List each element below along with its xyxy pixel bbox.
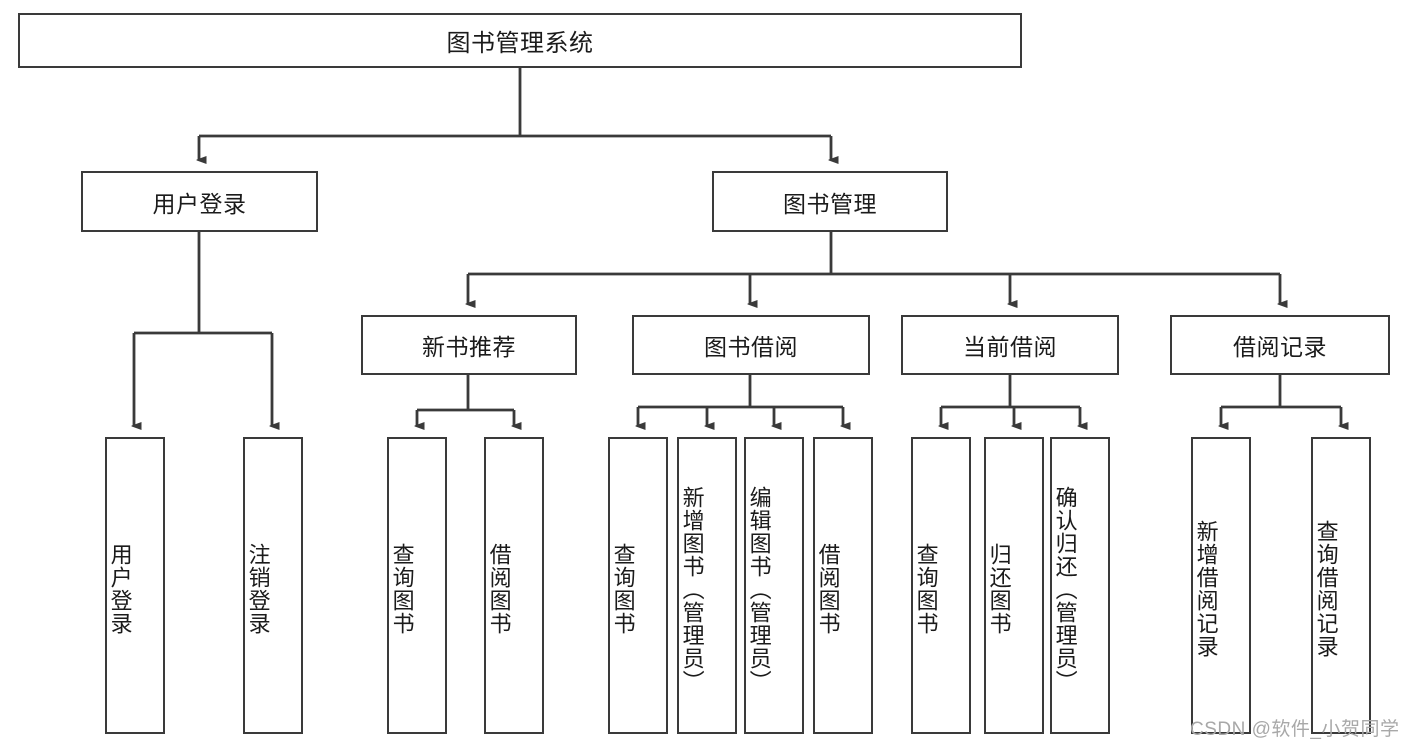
leaf-query-book-recommend[interactable]: 查询图书 xyxy=(387,437,447,734)
watermark: CSDN @软件_小贺同学 xyxy=(1190,719,1400,740)
node-new-book-recommend[interactable]: 新书推荐 xyxy=(361,315,577,375)
node-borrow-record[interactable]: 借阅记录 xyxy=(1170,315,1390,375)
leaf-add-book-admin[interactable]: 新增图书（管理员） xyxy=(677,437,737,734)
leaf-confirm-return-admin-label: 确认归还（管理员） xyxy=(1052,485,1078,693)
leaf-borrow-book-recommend[interactable]: 借阅图书 xyxy=(484,437,544,734)
node-current-borrow[interactable]: 当前借阅 xyxy=(901,315,1119,375)
node-book-management-label: 图书管理 xyxy=(783,190,877,217)
leaf-return-book[interactable]: 归还图书 xyxy=(984,437,1044,734)
leaf-query-borrow-record-label: 查询借阅记录 xyxy=(1313,520,1339,658)
leaf-edit-book-admin-label: 编辑图书（管理员） xyxy=(746,485,772,693)
leaf-logout-label: 注销登录 xyxy=(245,543,271,635)
node-borrow-record-label: 借阅记录 xyxy=(1233,334,1327,360)
leaf-user-login[interactable]: 用户登录 xyxy=(105,437,165,734)
node-book-borrow-label: 图书借阅 xyxy=(704,334,798,360)
leaf-query-borrow-record[interactable]: 查询借阅记录 xyxy=(1311,437,1371,734)
leaf-logout[interactable]: 注销登录 xyxy=(243,437,303,734)
leaf-edit-book-admin[interactable]: 编辑图书（管理员） xyxy=(744,437,804,734)
node-user-login[interactable]: 用户登录 xyxy=(81,171,318,232)
node-root-label: 图书管理系统 xyxy=(446,30,594,57)
leaf-query-book-borrow-label: 查询图书 xyxy=(610,543,636,635)
leaf-add-borrow-record-label: 新增借阅记录 xyxy=(1193,520,1219,658)
leaf-borrow-book-label: 借阅图书 xyxy=(815,543,841,635)
leaf-add-book-admin-label: 新增图书（管理员） xyxy=(679,485,705,693)
leaf-query-book-borrow[interactable]: 查询图书 xyxy=(608,437,668,734)
leaf-query-book-current-label: 查询图书 xyxy=(913,543,939,635)
leaf-borrow-book-recommend-label: 借阅图书 xyxy=(486,543,512,635)
node-user-login-label: 用户登录 xyxy=(152,190,247,217)
leaf-query-book-current[interactable]: 查询图书 xyxy=(911,437,971,734)
node-book-borrow[interactable]: 图书借阅 xyxy=(632,315,870,375)
leaf-return-book-label: 归还图书 xyxy=(986,543,1012,635)
leaf-add-borrow-record[interactable]: 新增借阅记录 xyxy=(1191,437,1251,734)
leaf-query-book-recommend-label: 查询图书 xyxy=(389,543,415,635)
node-current-borrow-label: 当前借阅 xyxy=(963,334,1057,360)
leaf-confirm-return-admin[interactable]: 确认归还（管理员） xyxy=(1050,437,1110,734)
node-root[interactable]: 图书管理系统 xyxy=(18,13,1022,68)
leaf-borrow-book[interactable]: 借阅图书 xyxy=(813,437,873,734)
node-new-book-recommend-label: 新书推荐 xyxy=(422,334,516,360)
leaf-user-login-label: 用户登录 xyxy=(107,543,133,635)
node-book-management[interactable]: 图书管理 xyxy=(712,171,948,232)
